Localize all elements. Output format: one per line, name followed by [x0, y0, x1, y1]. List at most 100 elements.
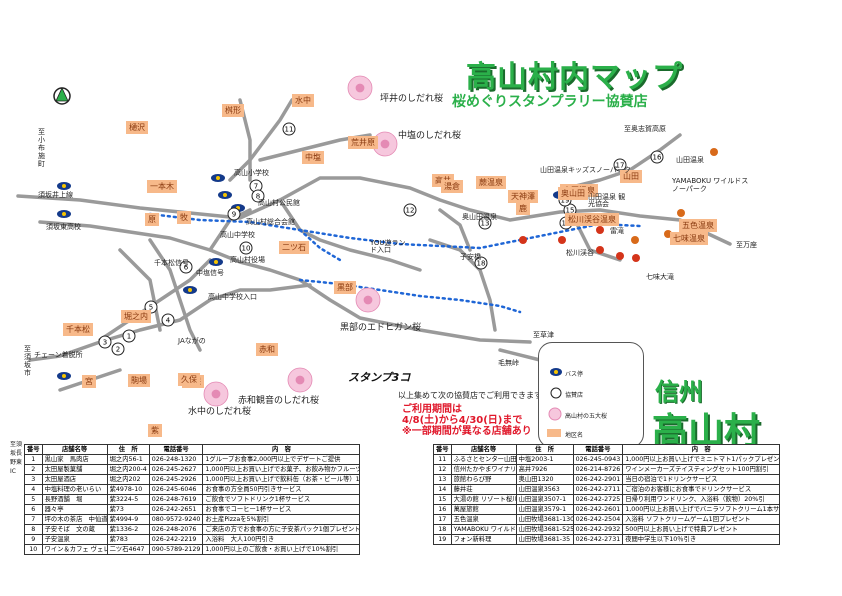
map-subtitle: 桜めぐりスタンプラリー協賛店	[452, 94, 648, 110]
place-label: 一本木	[147, 180, 177, 193]
label-oku-yamada: 奥山田温泉	[462, 213, 497, 221]
label-office: 高山村役場	[230, 256, 265, 264]
column-header: 電話番号	[148, 444, 204, 455]
table-cell: 奥山田1320	[515, 474, 574, 485]
table-cell: 16	[433, 504, 452, 515]
place-label: 牧	[177, 211, 191, 224]
place-label: 久保	[178, 373, 200, 386]
place-label: 山田	[620, 170, 642, 183]
table-cell: 夜間中学生以下10％引き	[622, 534, 781, 545]
table-cell: 当日の宿泊で1ドリンクサービス	[622, 474, 781, 485]
place-label: 天神澤	[508, 190, 538, 203]
place-label: 七味温泉	[670, 232, 708, 245]
table-cell: 026-242-2711	[572, 484, 624, 495]
table-cell: 高井7926	[515, 464, 574, 475]
legend-shop: 協賛店	[565, 392, 584, 399]
shop-marker: 18	[474, 256, 488, 270]
shop-markers: 12345678910111213141516171819	[98, 122, 664, 356]
place-label: 二ツ石	[279, 241, 309, 254]
table-cell: 026-242-2731	[572, 534, 624, 545]
shop-number: 5	[149, 304, 153, 312]
label-kaminari-falls: 雷滝	[610, 227, 624, 235]
table-cell: 山田牧場3681-525	[515, 524, 574, 535]
table-cell: 1,000円以上お買い上げでミニトマト1パックプレゼント	[622, 454, 781, 465]
table-cell: 山田温泉3507-1	[515, 494, 574, 505]
shop-number: 11	[285, 126, 294, 134]
table-cell: 026-248-7619	[148, 494, 204, 505]
label-to-suzaka: 至須坂市	[24, 345, 31, 377]
place-label: 蕨温泉	[476, 176, 506, 189]
table-cell: 4	[24, 484, 43, 495]
label-junior-high-entrance: 高山中学校入口	[208, 293, 257, 301]
label-yamada-hot: 山田温泉	[676, 156, 704, 164]
shop-number: 12	[406, 207, 415, 215]
sakura-icons	[203, 75, 556, 421]
table-cell: 7	[24, 514, 43, 525]
shop-marker: 6	[179, 260, 193, 274]
table-cell: 10	[24, 544, 43, 555]
table-cell: 026-245-6046	[148, 484, 204, 495]
place-label: 紫	[148, 424, 162, 437]
table-cell: 坪の木の茶店 中仙道	[41, 514, 108, 525]
table-cell: ふるさとセンター山田	[450, 454, 517, 465]
table-cell: 026-245-2627	[148, 464, 204, 475]
table-cell: 紫783	[106, 534, 150, 545]
sakura-label-mizunaka: 水中のしだれ桜	[188, 407, 252, 417]
place-label: 原	[145, 213, 159, 226]
stamp-instruction: 以上集めて次の協賛店でご利用できます。	[398, 391, 550, 400]
table-cell: お土産Pizzaを5%割引	[202, 514, 361, 525]
column-header: 住 所	[515, 444, 574, 455]
table-cell: 山田温泉3563	[515, 484, 574, 495]
river-lines	[148, 212, 642, 314]
table-cell: 2	[24, 464, 43, 475]
table-cell: 500円以上お買い上げで特典プレゼント	[622, 524, 781, 535]
place-label: 駒場	[128, 374, 150, 387]
shop-icon	[550, 387, 562, 399]
table-cell: 五色温泉	[450, 514, 517, 525]
table-cell: 1,000円以上のご飲食・お買い上げで10%割引	[202, 544, 361, 555]
north-arrow-icon	[53, 87, 71, 105]
table-cell: 入浴料 ソフトクリームゲーム1回プレゼント	[622, 514, 781, 525]
label-to-manza: 至万座	[736, 241, 757, 249]
table-cell: 子安温泉	[41, 534, 108, 545]
table-cell: 堀之内56-1	[106, 454, 150, 465]
table-cell: 026-242-2219	[148, 534, 204, 545]
region-label: 信州	[655, 378, 703, 406]
label-matsukawa-gorge: 松川渓谷	[566, 249, 594, 257]
place-label: 水中	[292, 94, 314, 107]
table-cell: 17	[433, 514, 452, 525]
table-cell: 旅館わらび野	[450, 474, 517, 485]
place-label: 鹿	[516, 202, 530, 215]
sakura-label-kurobe: 黒部のエドヒガン桜	[340, 323, 422, 333]
table-cell: ワインメーカーズテイスティングセット100円割引	[622, 464, 781, 475]
place-swatch	[547, 429, 561, 437]
column-header: 店舗名等	[450, 444, 517, 455]
table-cell: 日帰り利用ワンドリンク、入浴料（飲物）20%引	[622, 494, 781, 505]
table-cell: ご来店の方でお食事の方に子安茶パック1個プレゼント	[202, 524, 361, 535]
place-label: 桝形	[222, 104, 244, 117]
table-cell: 1,000円以上お買い上げで飲料缶（お茶・ビール等）1本プレゼント	[202, 474, 361, 485]
label-nakashio-signal: 中塩信号	[196, 269, 224, 277]
table-cell: 3	[24, 474, 43, 485]
shop-marker: 4	[161, 313, 175, 327]
legend-sakura: 高山村の五大桜	[565, 413, 608, 420]
column-header: 番号	[433, 444, 452, 455]
table-cell: 太田屋製菓舗	[41, 464, 108, 475]
table-cell: 026-242-2601	[572, 504, 624, 515]
shop-marker: 8	[251, 189, 265, 203]
shop-marker: 16	[650, 150, 664, 164]
table-cell: ワイン＆カフェ ヴェレゾン	[41, 544, 108, 555]
column-header: 店舗名等	[41, 444, 108, 455]
table-cell: 026-242-2504	[572, 514, 624, 525]
shop-number: 7	[254, 183, 258, 191]
column-header: 電話番号	[572, 444, 624, 455]
